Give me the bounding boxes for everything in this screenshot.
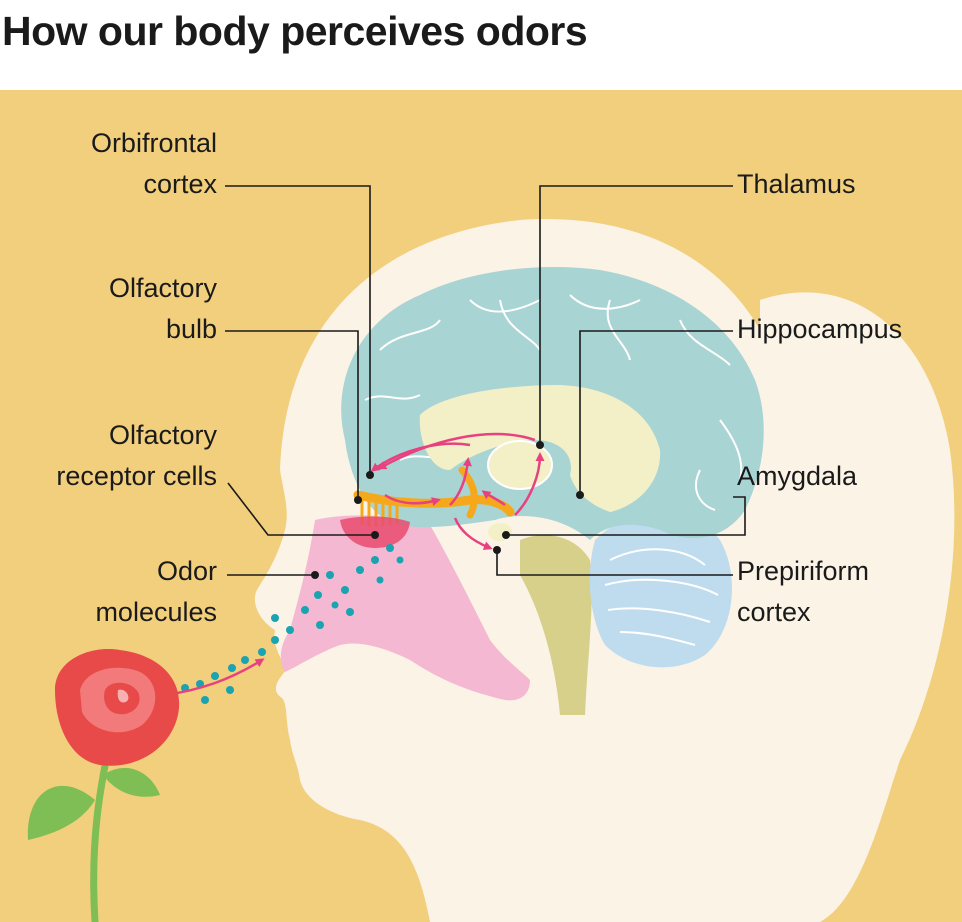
thalamus-shape (487, 440, 553, 490)
label-hippocampus: Hippocampus (737, 314, 902, 344)
label-prepiriform-line1: Prepiriform (737, 556, 869, 586)
label-odor-line1: Odor (157, 556, 217, 586)
cerebrum-gyri (364, 294, 743, 511)
cerebellum (589, 511, 732, 668)
diagram-panel: Orbifrontal cortex Olfactory bulb Olfact… (0, 90, 962, 922)
label-thalamus: Thalamus (737, 169, 856, 199)
cerebellum-folds (604, 548, 719, 646)
arrow-bulb-to-tract (384, 493, 441, 506)
label-odor-line2: molecules (95, 597, 217, 627)
brainstem (520, 535, 592, 715)
limbic-system (419, 385, 661, 512)
label-olfactory-bulb-line1: Olfactory (109, 273, 218, 303)
ponytail-shape (760, 292, 955, 922)
label-prepiriform-line2: cortex (737, 597, 811, 627)
leader-lines (225, 185, 746, 576)
arrow-thalamus-to-orbifrontal (377, 432, 536, 470)
leader-dots (311, 441, 584, 579)
arrow-to-amygdala (481, 490, 506, 507)
label-amygdala: Amygdala (737, 461, 858, 491)
nasal-cavity (280, 515, 530, 701)
arrow-to-thalamus (514, 452, 545, 516)
label-orbifrontal-line1: Orbifrontal (91, 128, 217, 158)
label-receptor-line1: Olfactory (109, 420, 218, 450)
rose-leaf-right (103, 767, 160, 797)
label-orbifrontal-line2: cortex (143, 169, 217, 199)
page-title: How our body perceives odors (2, 8, 588, 54)
label-receptor-line2: receptor cells (56, 461, 217, 491)
arrow-down-to-prepiriform (453, 517, 493, 550)
arrow-up-to-limbic (449, 457, 472, 506)
rose-leaf-left (27, 785, 95, 840)
signal-arrows (370, 432, 545, 550)
rose-flower (55, 649, 180, 766)
label-olfactory-bulb-line2: bulb (166, 314, 217, 344)
